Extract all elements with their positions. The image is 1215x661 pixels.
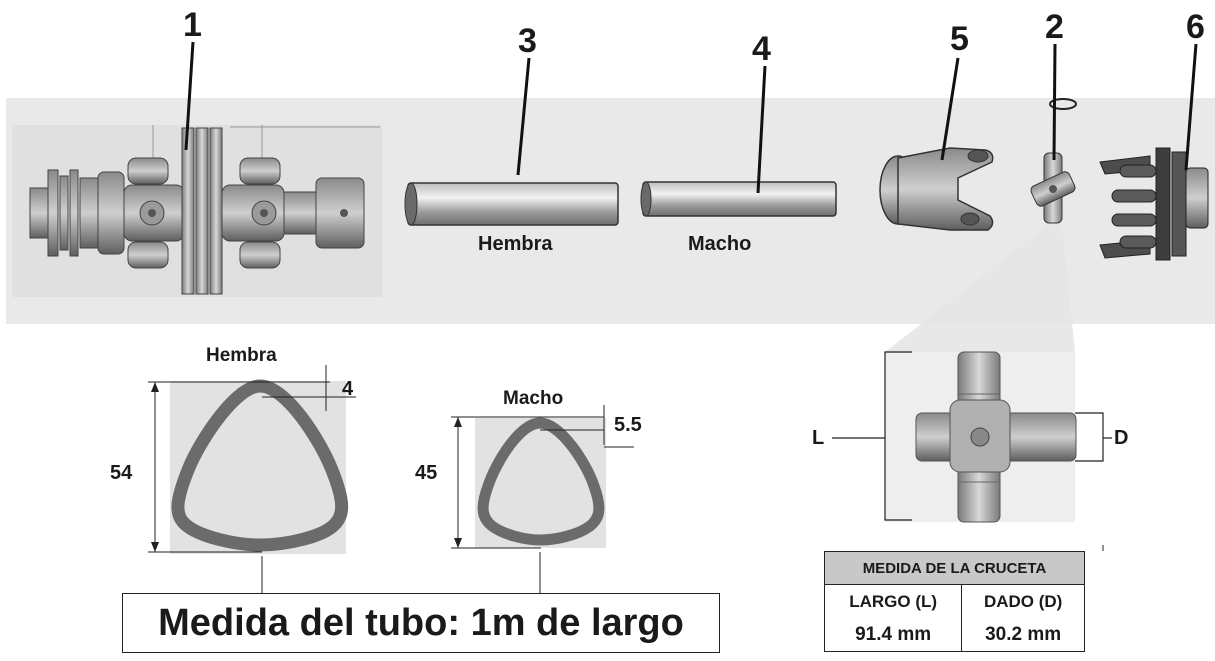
male-tube [640, 181, 837, 217]
driveline-assembly [12, 125, 382, 297]
part-leader-lines [184, 41, 1198, 194]
male-tube-profile [477, 417, 605, 546]
part-number-1: 1 [183, 6, 202, 44]
part-number-4: 4 [752, 30, 771, 68]
cross-table-length-header: LARGO (L) [823, 584, 963, 619]
cross-measurement-table: MEDIDA DE LA CRUCETA LARGO (L) DADO (D) … [823, 551, 1085, 652]
part-number-5: 5 [950, 20, 969, 58]
female-wall-dimension: 4 [342, 378, 354, 400]
cross-length-label: L [812, 427, 825, 449]
female-tube [404, 182, 619, 226]
zoom-funnel [885, 225, 1075, 352]
cross-table-title: MEDIDA DE LA CRUCETA [824, 551, 1085, 585]
part-number-3: 3 [518, 22, 537, 60]
female-height-dimension: 54 [110, 462, 133, 484]
cross-journal [1030, 98, 1077, 224]
tube-length-note: Medida del tubo: 1m de largo [122, 593, 720, 653]
cross-zoom [915, 351, 1077, 523]
yoke [879, 147, 994, 231]
male-height-dimension: 45 [415, 462, 438, 484]
female-profile-bg [170, 381, 346, 554]
female-tube-label: Hembra [478, 233, 553, 255]
male-profile-label: Macho [503, 388, 564, 409]
part-number-6: 6 [1186, 8, 1205, 46]
male-dimension-lines [451, 405, 634, 593]
cross-die-label: D [1114, 427, 1129, 449]
male-tube-label: Macho [688, 233, 752, 255]
cross-table-die-value: 30.2 mm [961, 619, 1085, 652]
part-number-2: 2 [1045, 8, 1064, 46]
female-profile-label: Hembra [206, 345, 277, 366]
female-dimension-lines [148, 365, 356, 593]
cross-table-die-header: DADO (D) [961, 584, 1085, 619]
cross-table-length-value: 91.4 mm [823, 619, 963, 652]
die-bracket [1075, 412, 1112, 462]
male-wall-dimension: 5.5 [614, 414, 642, 436]
female-tube-profile [171, 379, 349, 552]
clutch [1099, 147, 1209, 261]
length-bracket [832, 351, 912, 521]
